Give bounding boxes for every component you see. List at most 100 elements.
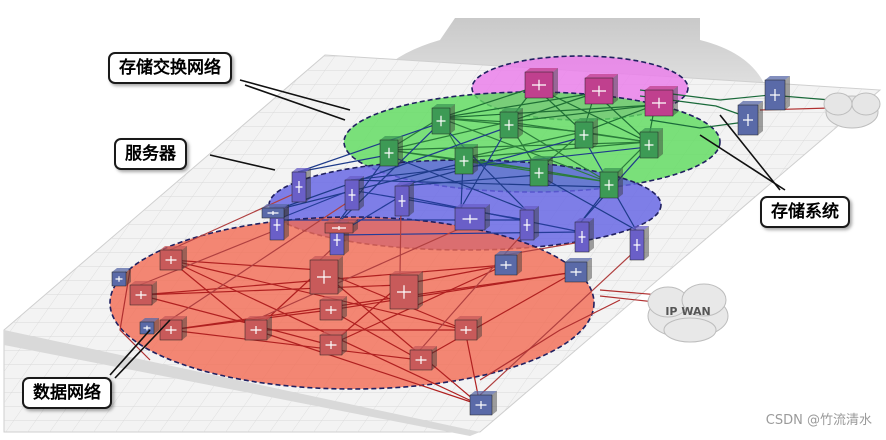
storage-link bbox=[507, 92, 596, 123]
callout-data-network: 数据网络 bbox=[22, 377, 112, 409]
server-uplink bbox=[297, 154, 389, 173]
ip-wan-label: IP WAN bbox=[665, 305, 710, 318]
storage-link bbox=[507, 104, 656, 123]
fc-switch-icon bbox=[431, 104, 455, 135]
storage-link bbox=[439, 92, 596, 119]
server-link bbox=[275, 189, 352, 221]
core-uplink bbox=[139, 229, 277, 286]
storage-array-icon bbox=[524, 68, 558, 99]
storage-link bbox=[439, 104, 656, 119]
server-uplink bbox=[297, 122, 441, 173]
server-icon bbox=[574, 218, 594, 253]
callout-leaders bbox=[109, 79, 786, 379]
switch-link bbox=[507, 121, 609, 183]
data-link bbox=[169, 259, 256, 331]
router-icon bbox=[159, 246, 187, 271]
data-link bbox=[139, 294, 331, 346]
server-icon bbox=[454, 204, 490, 231]
watermark: CSDN @竹流清水 bbox=[765, 413, 872, 428]
server-uplink bbox=[400, 136, 584, 187]
storage-link bbox=[582, 104, 656, 133]
data-link bbox=[419, 271, 576, 361]
server-icon bbox=[344, 176, 364, 211]
data-link bbox=[139, 284, 401, 296]
core-uplink bbox=[479, 249, 637, 396]
switch-link bbox=[387, 149, 609, 183]
switch-link bbox=[462, 131, 584, 159]
server-uplink bbox=[350, 146, 649, 181]
core-uplink bbox=[169, 199, 352, 321]
data-link bbox=[169, 271, 576, 331]
router-icon bbox=[494, 251, 522, 276]
core-uplink bbox=[169, 191, 299, 251]
router-icon bbox=[129, 281, 157, 306]
fc-switch-icon bbox=[529, 156, 553, 187]
server-icon bbox=[291, 168, 311, 203]
data-link bbox=[169, 259, 466, 331]
data-link bbox=[329, 271, 576, 311]
callout-storage-network: 存储交换网络 bbox=[108, 52, 232, 84]
router-icon bbox=[454, 316, 482, 341]
server-uplink bbox=[350, 179, 609, 188]
server-icon bbox=[629, 226, 649, 261]
core-switch-icon bbox=[764, 76, 790, 111]
internet-cloud bbox=[823, 92, 881, 129]
fc-switch-icon bbox=[599, 168, 623, 199]
server-uplink bbox=[335, 154, 389, 226]
router-icon bbox=[564, 258, 592, 283]
fc-switch-icon bbox=[379, 136, 403, 167]
switch-link bbox=[439, 117, 609, 183]
edge-node-icon bbox=[139, 318, 159, 335]
storage-link bbox=[534, 86, 649, 143]
data-link bbox=[254, 329, 481, 406]
edge-switch-icon bbox=[261, 204, 289, 219]
fc-switch-icon bbox=[639, 128, 663, 159]
core-uplink bbox=[399, 205, 402, 276]
router-icon bbox=[469, 391, 497, 416]
switch-link bbox=[537, 169, 609, 183]
router-icon bbox=[244, 316, 272, 341]
edge-node-icon bbox=[111, 268, 131, 287]
fc-switch-icon bbox=[574, 118, 598, 149]
fc-switch-icon bbox=[499, 108, 523, 139]
server-uplink bbox=[537, 174, 637, 231]
floor-front-edge bbox=[4, 330, 480, 436]
server-uplink bbox=[400, 174, 539, 187]
storage-link bbox=[439, 86, 536, 119]
router-icon bbox=[409, 346, 437, 371]
ip-wan-cloud bbox=[647, 283, 729, 343]
callout-storage-system: 存储系统 bbox=[760, 196, 850, 228]
switch-link bbox=[462, 141, 649, 159]
switch-link bbox=[462, 157, 539, 171]
data-link bbox=[319, 269, 481, 406]
server-uplink bbox=[275, 126, 509, 211]
server-uplink bbox=[439, 122, 527, 211]
router-icon bbox=[389, 271, 423, 310]
data-link bbox=[329, 309, 421, 361]
router-icon bbox=[319, 331, 347, 356]
storage-array-icon bbox=[644, 86, 678, 117]
server-icon bbox=[519, 206, 539, 241]
router-icon bbox=[159, 316, 187, 341]
server-icon bbox=[394, 182, 414, 217]
router-icon bbox=[319, 296, 347, 321]
callout-servers: 服务器 bbox=[114, 138, 187, 170]
router-icon bbox=[309, 256, 343, 295]
core-uplink bbox=[419, 229, 527, 351]
data-link bbox=[169, 259, 321, 271]
core-uplink bbox=[254, 227, 462, 321]
server-link bbox=[335, 231, 582, 236]
switch-link bbox=[387, 141, 649, 151]
fc-switch-icon bbox=[454, 144, 478, 175]
server-uplink bbox=[460, 126, 509, 209]
server-uplink bbox=[275, 162, 464, 211]
switch-link bbox=[387, 121, 509, 151]
storage-array-icon bbox=[584, 74, 618, 105]
server-link bbox=[400, 195, 582, 233]
network-devices bbox=[111, 68, 790, 416]
data-link bbox=[169, 329, 421, 361]
core-switch-icon bbox=[737, 101, 763, 136]
switch-link bbox=[582, 131, 649, 143]
